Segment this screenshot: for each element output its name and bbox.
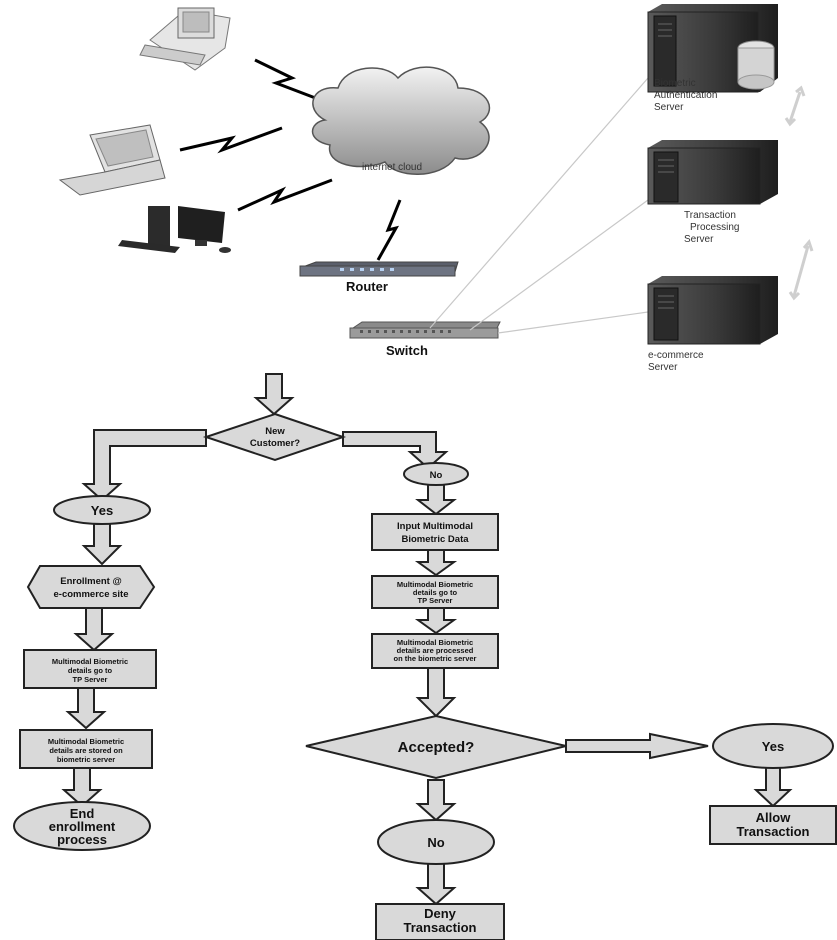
accepted-label: Accepted? [398,739,475,756]
end-enrollment-terminator [13,801,151,851]
new-customer-label: New [265,426,285,437]
new-customer-label: Customer? [250,438,300,449]
flow-arrow [415,779,457,822]
yes-terminator [53,495,151,525]
right-processed-label: details are processed [397,646,474,655]
no-accepted-terminator [377,819,495,865]
switch-icon [349,321,501,339]
transaction-server-icon [647,140,778,205]
svg-text:Server: Server [648,362,678,373]
left-tp-label: TP Server [73,675,108,684]
yes-label: Yes [91,503,113,518]
cloud-label: internet cloud [362,162,422,173]
left-store-step [19,729,153,769]
right-processed-step [371,633,499,669]
flow-arrow [753,765,793,808]
switch-label: Switch [386,343,428,358]
end-enrollment-label: process [57,832,107,847]
wireless-link-icon [179,58,402,261]
transaction-server-label: Transaction Processing Server [684,210,739,245]
allow-transaction-label: Allow [756,810,792,825]
deny-transaction-step [375,903,505,940]
svg-text:Processing: Processing [690,222,739,233]
new-customer-decision [202,412,347,462]
laptop-icon [58,124,166,196]
flow-arrow [565,732,709,760]
left-store-label: biometric server [57,755,115,764]
flow-arrow [65,687,107,730]
flow-arrow [253,373,295,416]
flow-arrow [415,667,457,718]
flow-arrow [414,607,458,635]
flow-arrow [415,859,457,906]
allow-transaction-step [709,805,837,845]
right-processed-label: Multimodal Biometric [397,638,473,647]
ecommerce-server-icon [647,276,778,345]
flow-arrow [73,607,115,652]
end-enrollment-label: enrollment [49,819,116,834]
no-accepted-label: No [427,835,444,850]
enrollment-label: Enrollment @ [60,576,122,587]
right-processed-label: on the biometric server [394,654,477,663]
internet-cloud-icon [311,66,491,175]
biometric-server-icon [647,4,778,93]
right-tp-server-step [371,575,499,609]
flow-arrow [61,767,103,808]
no-label: No [430,470,443,481]
input-biometric-step [371,513,499,551]
no-terminator [403,462,469,486]
allow-transaction-label: Transaction [737,824,810,839]
svg-text:Server: Server [654,102,684,113]
flow-arrow [415,483,457,516]
svg-text:Authentication: Authentication [654,90,717,101]
router-label: Router [346,279,388,294]
biometric-server-label: Biometric Authentication Server [654,78,717,113]
left-store-label: Multimodal Biometric [48,737,124,746]
left-tp-label: Multimodal Biometric [52,657,128,666]
left-tp-server-step [23,649,157,689]
flow-arrow [414,549,458,577]
workstation-computer-icon [118,206,231,253]
yes-accepted-terminator [712,723,834,769]
svg-text:Transaction: Transaction [684,210,736,221]
input-biometric-label: Biometric Data [401,534,469,545]
input-biometric-label: Input Multimodal [397,521,473,532]
enrollment-label: e-commerce site [54,589,129,600]
right-tp-label: details go to [413,588,458,597]
flow-arrow [342,431,449,470]
ecommerce-server-label: e-commerce Server [648,350,704,373]
svg-text:Server: Server [684,234,714,245]
svg-text:e-commerce: e-commerce [648,350,704,361]
deny-transaction-label: Deny [424,906,457,921]
network-connection-lines [429,77,649,334]
svg-text:Biometric: Biometric [654,78,696,89]
server-sync-arrow-icon [784,85,814,301]
deny-transaction-label: Transaction [404,920,477,935]
flow-arrow [81,521,123,566]
flow-arrow [81,429,207,502]
accepted-decision [305,714,567,780]
right-tp-label: Multimodal Biometric [397,580,473,589]
left-store-label: details are stored on [49,746,123,755]
enrollment-step [26,565,156,609]
left-tp-label: details go to [68,666,113,675]
router-icon [299,261,459,277]
yes-accepted-label: Yes [762,739,784,754]
desktop-computer-icon [139,7,231,71]
right-tp-label: TP Server [418,596,453,605]
end-enrollment-label: End [70,806,95,821]
